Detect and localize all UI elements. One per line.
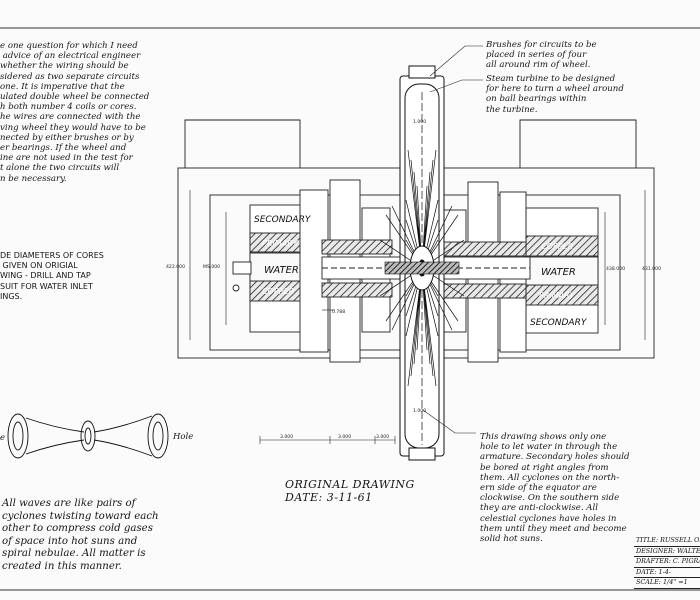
dim-top: 1.000 xyxy=(413,119,426,125)
dim-bottom-2: 3.000 xyxy=(338,434,351,440)
cyclone-label-right: Hole xyxy=(173,432,194,442)
title-block-designer: DESIGNER: WALTER xyxy=(634,547,700,557)
dim-right-outer: 431.000 xyxy=(642,266,661,272)
label-secondary-left: SECONDARY xyxy=(254,215,312,225)
label-secondary-right: SECONDARY xyxy=(530,318,588,328)
dim-left-outer: 422.000 xyxy=(166,264,185,270)
label-water-left: WATER xyxy=(264,265,299,276)
dim-bottom-1: 3.000 xyxy=(280,434,293,440)
waves-note: All waves are like pairs of cyclones twi… xyxy=(2,498,159,572)
dim-bottom-3: 3.000 xyxy=(376,434,389,440)
dimension-lines xyxy=(189,190,646,444)
original-drawing-stamp: ORIGINAL DRAWING DATE: 3-11-61 xyxy=(285,478,415,504)
label-water-right: WATER xyxy=(541,267,576,278)
dim-right-inner: 438.000 xyxy=(606,266,625,272)
brushes-note: Brushes for circuits to be placed in ser… xyxy=(486,40,597,71)
label-copper-right: COPPER xyxy=(541,242,573,251)
label-copper-left: COPPER xyxy=(262,287,294,296)
title-block-scale: SCALE: 1/4" =1 xyxy=(634,578,700,589)
sheet-border xyxy=(0,27,700,591)
title-block: TITLE: RUSSELL OF DESIGNER: WALTER DRAFT… xyxy=(634,536,700,589)
leader-lines xyxy=(422,45,483,434)
engineer-note: e one question for which I need advice o… xyxy=(0,41,150,184)
dim-small: 0.788 xyxy=(332,309,345,315)
armature-wheel xyxy=(379,65,465,461)
diagram-labels: SECONDARY PRIMARY WATER COPPER COPPER WA… xyxy=(254,215,588,328)
cores-note: DE DIAMETERS OF CORES GIVEN ON ORIGIAL W… xyxy=(0,251,104,301)
dim-mid: 1.000 xyxy=(413,408,426,414)
cyclone-diagram xyxy=(7,413,169,459)
label-primary-left: PRIMARY xyxy=(262,239,299,248)
turbine-note: Steam turbine to be designed for here to… xyxy=(486,74,624,115)
dim-left-inner: MS.000 xyxy=(203,264,220,270)
dimension-texts: 1.000 422.000 MS.000 438.000 431.000 0.7… xyxy=(166,119,661,440)
cyclone-label-left: e xyxy=(0,433,6,443)
label-primary-right: PRIMARY xyxy=(539,291,576,300)
drawing-note: This drawing shows only one hole to let … xyxy=(480,432,630,545)
title-block-date: DATE: 1-4- xyxy=(634,568,700,578)
title-block-drafter: DRAFTER: C. PIGRA xyxy=(634,557,700,568)
title-block-title: TITLE: RUSSELL OF xyxy=(634,536,700,547)
